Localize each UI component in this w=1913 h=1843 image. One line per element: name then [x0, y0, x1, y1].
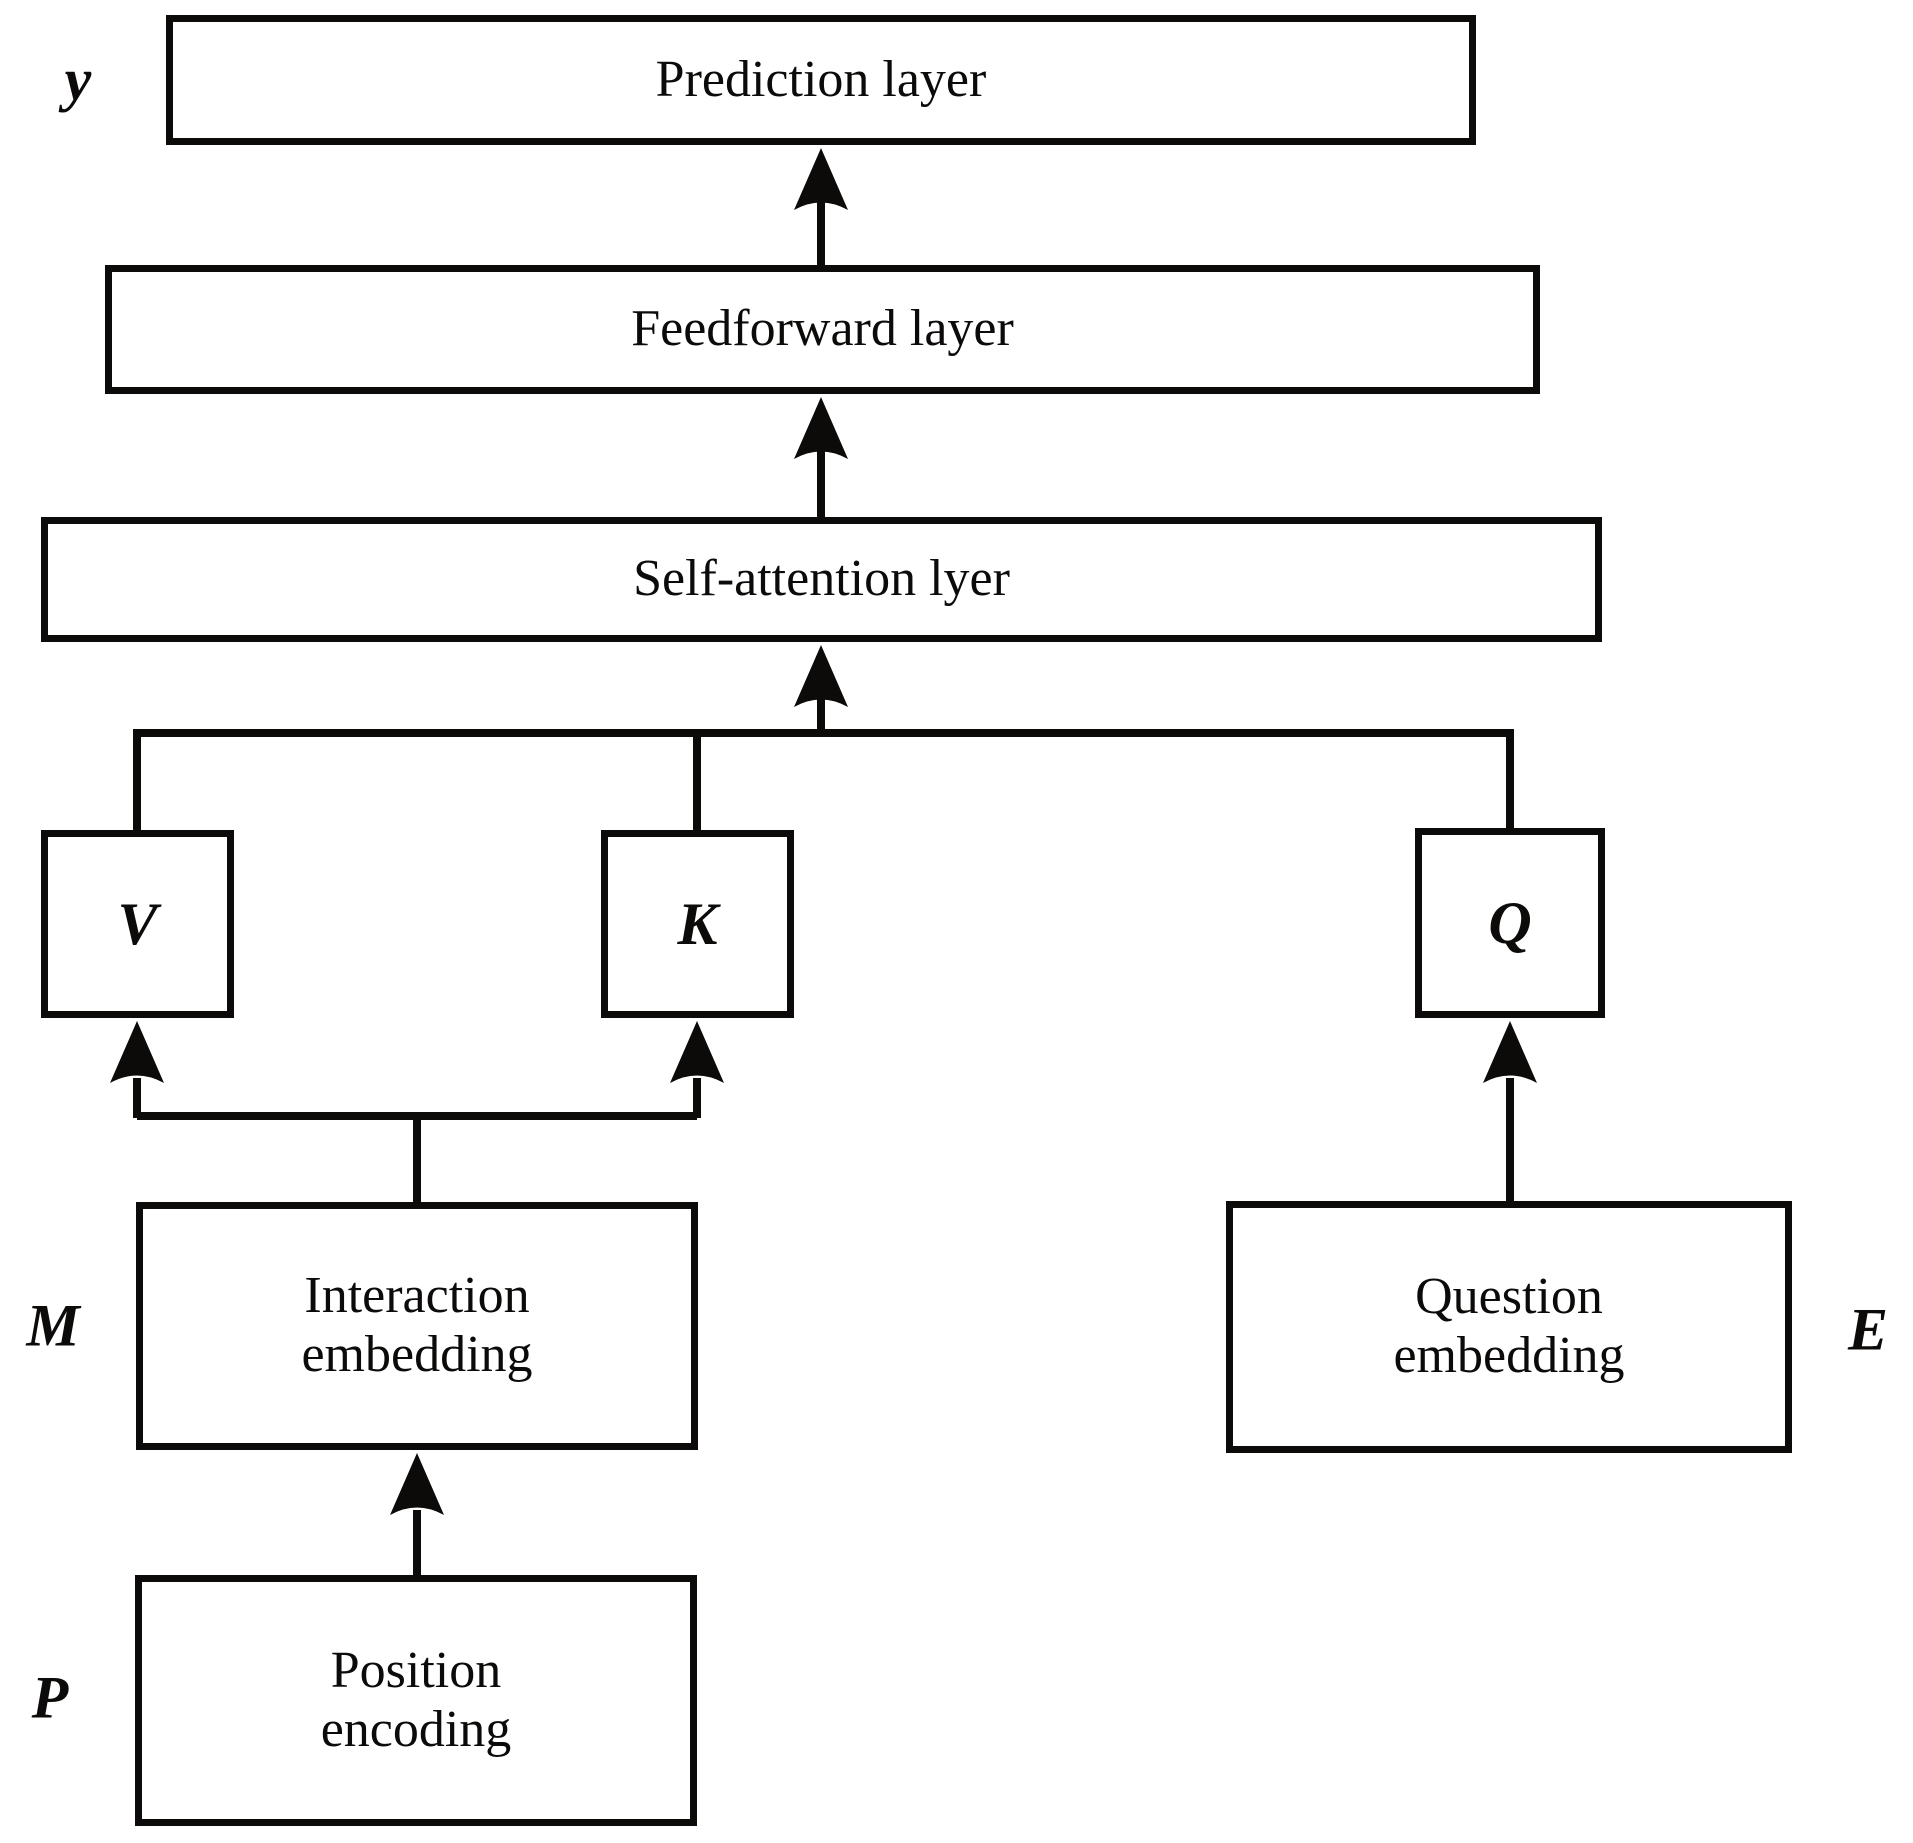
prediction-layer-label: Prediction layer	[655, 50, 987, 108]
query-box: Q	[1415, 828, 1605, 1018]
key-box: K	[601, 830, 794, 1018]
feeder-stems-v-k	[133, 1078, 701, 1118]
question-matrix-e-label: E	[1847, 1296, 1889, 1363]
value-label: V	[117, 890, 158, 957]
arrowhead-to-selfattn	[794, 645, 848, 707]
arrowhead-to-interaction	[390, 1453, 444, 1515]
output-y-label: y	[64, 46, 92, 113]
key-label: K	[677, 890, 718, 957]
question-embedding-label: Question embedding	[1393, 1268, 1625, 1384]
interaction-matrix-m-label: M	[26, 1292, 80, 1359]
vkq-branch-bus	[133, 729, 1514, 830]
question-embedding-box: Question embedding	[1226, 1201, 1792, 1453]
interaction-embedding-label: Interaction embedding	[301, 1267, 533, 1383]
self-attention-layer-label: Self-attention lyer	[633, 550, 1010, 608]
value-box: V	[41, 830, 234, 1018]
position-encoding-box: Position encoding	[135, 1575, 697, 1826]
feedforward-layer-label: Feedforward layer	[631, 300, 1014, 358]
arrowhead-to-q	[1483, 1021, 1537, 1083]
position-encoding-label: Position encoding	[320, 1641, 512, 1758]
interaction-embedding-box: Interaction embedding	[136, 1202, 698, 1450]
prediction-layer-box: Prediction layer	[166, 15, 1476, 145]
self-attention-layer-box: Self-attention lyer	[41, 517, 1602, 642]
arrowhead-to-k	[670, 1021, 724, 1083]
query-label: Q	[1488, 889, 1532, 956]
arrowhead-to-feedforward	[794, 397, 848, 459]
arrowhead-to-v	[110, 1021, 164, 1083]
position-matrix-p-label: P	[31, 1664, 69, 1731]
arrowhead-to-prediction	[794, 148, 848, 210]
feedforward-layer-box: Feedforward layer	[105, 265, 1540, 394]
